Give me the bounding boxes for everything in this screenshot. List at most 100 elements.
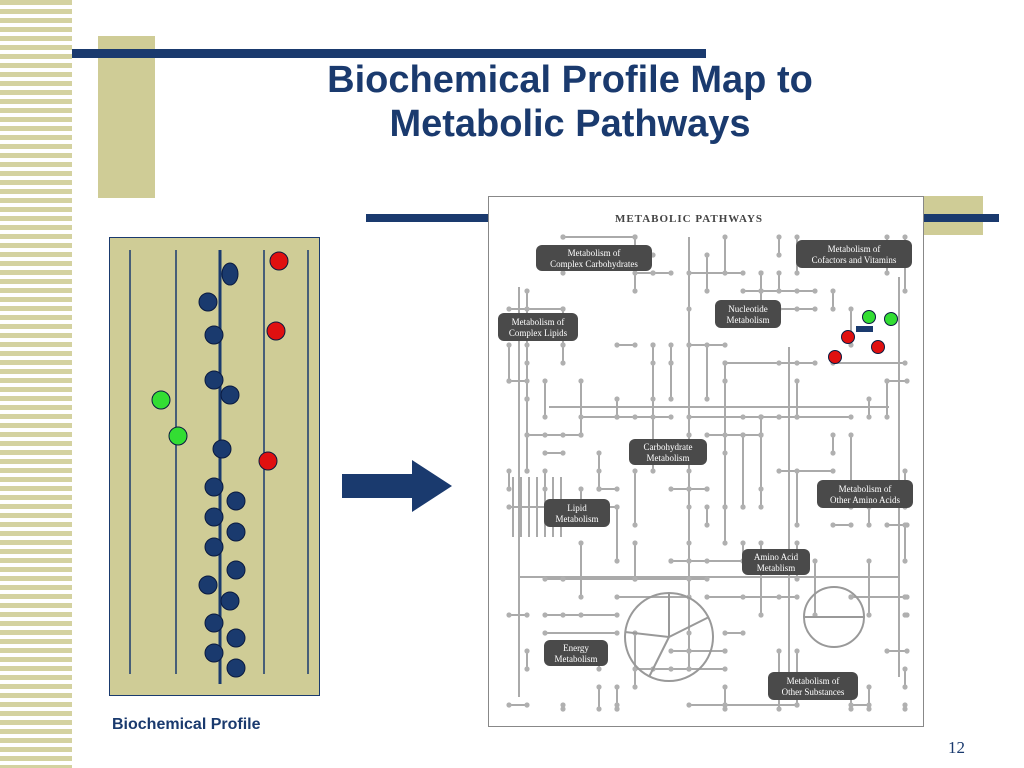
pathway-node [902, 468, 908, 474]
pathway-node [578, 432, 584, 438]
pathway-node [506, 378, 512, 384]
profile-dot-blue [204, 537, 224, 557]
pathway-node [794, 378, 800, 384]
profile-dot-blue [198, 292, 218, 312]
pathway-node [668, 666, 674, 672]
pathway-node [668, 342, 674, 348]
pathway-node [722, 540, 728, 546]
profile-plot [129, 250, 309, 684]
cycle-spoke [648, 636, 670, 678]
pathway-node [596, 684, 602, 690]
pathway-node [704, 594, 710, 600]
pathway-node [866, 396, 872, 402]
pathway-node [524, 342, 530, 348]
pathway-node [542, 486, 548, 492]
pathway-node [632, 270, 638, 276]
svg-text:Metabolism of: Metabolism of [839, 484, 892, 494]
pathway-node [704, 504, 710, 510]
pathway-node [686, 486, 692, 492]
pathway-node [866, 558, 872, 564]
slide-title-line2: Metabolic Pathways [389, 103, 751, 145]
pathway-node [866, 706, 872, 712]
pathway-node [740, 432, 746, 438]
pathway-node [542, 432, 548, 438]
pathway-node [884, 648, 890, 654]
profile-dot-green [168, 426, 188, 446]
pathway-node [740, 630, 746, 636]
pathway-node [614, 558, 620, 564]
pathway-node [614, 504, 620, 510]
pathway-node [686, 666, 692, 672]
pathway-node [596, 450, 602, 456]
cycle-spoke [668, 616, 710, 638]
pathway-node [542, 450, 548, 456]
profile-dot-blue [204, 477, 224, 497]
pathway-node [904, 612, 910, 618]
pathway-node [812, 306, 818, 312]
profile-dot-blue [226, 560, 246, 580]
pathway-node [776, 288, 782, 294]
pathway-node [614, 594, 620, 600]
pathway-node [722, 504, 728, 510]
pathway-node [614, 684, 620, 690]
pathway-node [902, 684, 908, 690]
pathway-node [794, 306, 800, 312]
pathway-node [524, 702, 530, 708]
decorative-bar-top [72, 49, 706, 58]
pathway-node [596, 486, 602, 492]
pathway-node [812, 288, 818, 294]
svg-text:Metablism: Metablism [757, 563, 796, 573]
pathway-node [524, 648, 530, 654]
svg-text:Amino Acid: Amino Acid [754, 552, 799, 562]
pathway-node [614, 706, 620, 712]
pathway-node [524, 378, 530, 384]
label-carbohydrate: Carbohydrate Metabolism [629, 439, 707, 465]
pathway-node [830, 306, 836, 312]
pathway-node [506, 612, 512, 618]
pathway-node [902, 288, 908, 294]
pathway-node [848, 414, 854, 420]
pathway-node [614, 612, 620, 618]
pathway-node [704, 558, 710, 564]
svg-text:Metabolism: Metabolism [556, 514, 599, 524]
pathway-node [902, 706, 908, 712]
pathway-node [722, 706, 728, 712]
pathway-node [884, 270, 890, 276]
pathway-node [542, 414, 548, 420]
pathway-node [794, 540, 800, 546]
pathway-node [560, 234, 566, 240]
pathway-node [794, 270, 800, 276]
profile-dot-blue [220, 591, 240, 611]
pathway-node [614, 414, 620, 420]
profile-dot-blue [226, 491, 246, 511]
label-other-amino-acids: Metabolism of Other Amino Acids [817, 480, 913, 508]
svg-text:Other Substances: Other Substances [782, 687, 845, 697]
svg-text:Carbohydrate: Carbohydrate [644, 442, 693, 452]
pathway-node [884, 378, 890, 384]
pathway-node [794, 234, 800, 240]
pathway-node [830, 288, 836, 294]
pathway-node [740, 288, 746, 294]
pathway-node [758, 288, 764, 294]
svg-text:Other Amino Acids: Other Amino Acids [830, 495, 900, 505]
profile-dot-blue [198, 575, 218, 595]
pathway-node [704, 252, 710, 258]
pathway-node [758, 486, 764, 492]
map-title: METABOLIC PATHWAYS [615, 213, 763, 225]
pathway-node [722, 666, 728, 672]
pathway-node [902, 360, 908, 366]
pathway-node [560, 360, 566, 366]
pathway-node [524, 288, 530, 294]
profile-dot-blue [220, 385, 240, 405]
pathway-node [704, 288, 710, 294]
svg-text:Lipid: Lipid [567, 503, 587, 513]
pathway-node [506, 504, 512, 510]
pathway-node [650, 342, 656, 348]
svg-text:Metabolism: Metabolism [555, 654, 598, 664]
profile-dot-red [258, 451, 278, 471]
pathway-node [794, 468, 800, 474]
pathway-node [794, 522, 800, 528]
label-cofactors-vitamins: Metabolism of Cofactors and Vitamins [796, 240, 912, 268]
pathway-node [794, 576, 800, 582]
pathway-node [902, 594, 908, 600]
